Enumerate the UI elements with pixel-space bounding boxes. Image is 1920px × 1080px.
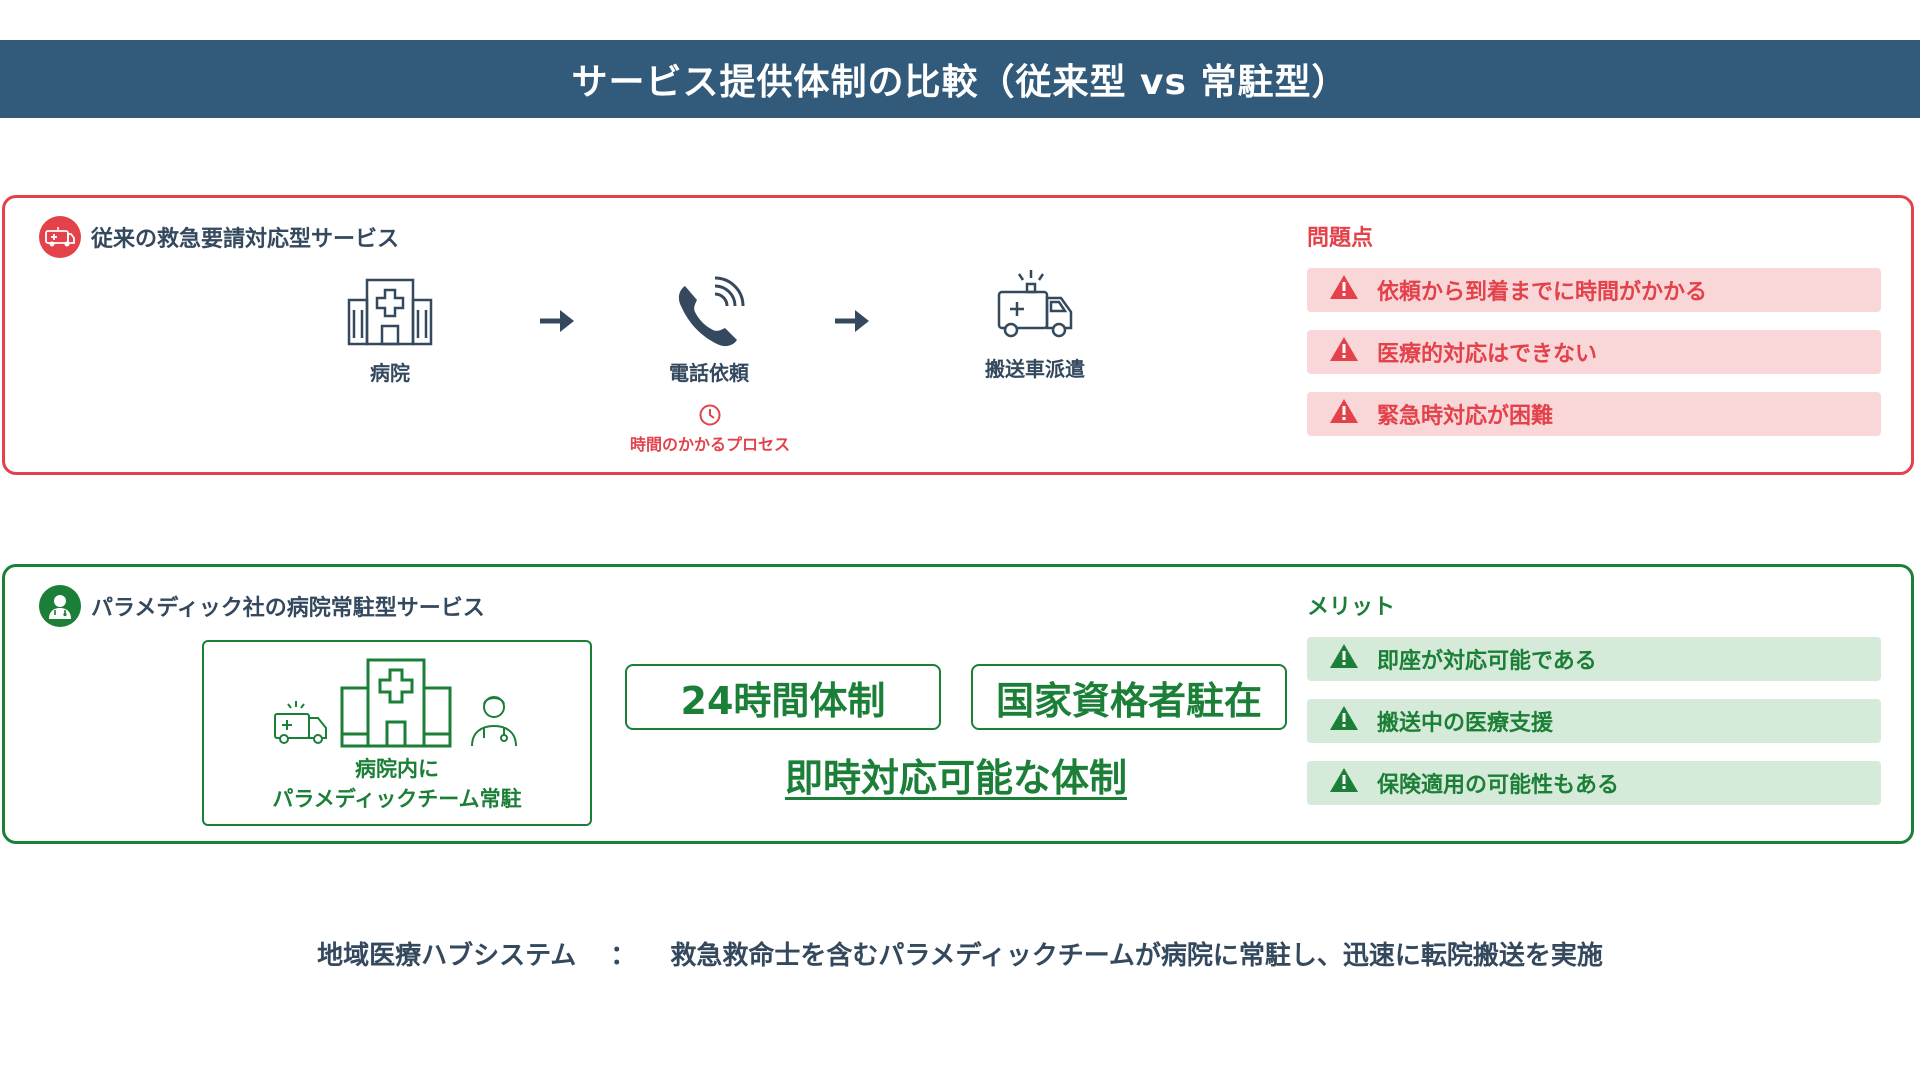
merit-item: 即座が対応可能である <box>1307 637 1881 681</box>
merits-list: 即座が対応可能である 搬送中の医療支援 保険適用の可能性もある <box>1307 637 1881 823</box>
phone-icon <box>671 276 747 353</box>
feature-24h-text: 24時間体制 <box>680 678 886 723</box>
problem-item: 依頼から到着までに時間がかかる <box>1307 268 1881 312</box>
flow-step-phone: 電話依頼 <box>639 276 779 386</box>
conventional-heading-text: 従来の救急要請対応型サービス <box>91 227 400 252</box>
arrow-right-icon <box>538 307 578 339</box>
warning-icon <box>1329 398 1359 430</box>
resident-panel: パラメディック社の病院常駐型サービス <box>2 564 1914 844</box>
resident-heading: パラメディック社の病院常駐型サービス <box>39 585 485 627</box>
hub-label-line1: 病院内に <box>355 757 439 781</box>
merit-item: 保険適用の可能性もある <box>1307 761 1881 805</box>
ambulance-icon <box>993 268 1077 349</box>
problem-item: 緊急時対応が困難 <box>1307 392 1881 436</box>
problem-text: 緊急時対応が困難 <box>1377 404 1554 429</box>
warning-icon <box>1329 767 1359 799</box>
ambulance-icon <box>39 216 81 258</box>
resident-heading-text: パラメディック社の病院常駐型サービス <box>91 596 485 621</box>
merits-title: メリット <box>1307 595 1396 620</box>
merit-text: 搬送中の医療支援 <box>1377 711 1554 736</box>
immediate-response: 即時対応可能な体制 <box>784 756 1127 800</box>
feature-24h: 24時間体制 <box>625 664 941 730</box>
conventional-heading: 従来の救急要請対応型サービス <box>39 216 399 258</box>
ambulance-icon <box>272 698 330 750</box>
merit-text: 即座が対応可能である <box>1377 649 1597 674</box>
flow-step-hospital: 病院 <box>325 276 455 386</box>
footer-separator: ： <box>610 941 637 971</box>
warning-icon <box>1329 643 1359 675</box>
feature-licensed-text: 国家資格者駐在 <box>995 678 1262 723</box>
flow-step-label: 搬送車派遣 <box>985 357 1085 381</box>
problem-item: 医療的対応はできない <box>1307 330 1881 374</box>
doctor-icon <box>39 585 81 627</box>
warning-icon <box>1329 336 1359 368</box>
hub-box: 病院内に パラメディックチーム常駐 <box>202 640 592 826</box>
hub-label-line2: パラメディックチーム常駐 <box>272 787 522 811</box>
feature-licensed: 国家資格者駐在 <box>971 664 1287 730</box>
merit-text: 保険適用の可能性もある <box>1377 773 1620 798</box>
hub-icons <box>204 654 590 750</box>
hospital-icon <box>338 656 454 754</box>
flow-step-ambulance: 搬送車派遣 <box>965 268 1105 382</box>
page-title: サービス提供体制の比較（従来型 vs 常駐型） <box>0 40 1920 118</box>
page-title-text: サービス提供体制の比較（従来型 vs 常駐型） <box>571 62 1349 103</box>
footer-text: 救急救命士を含むパラメディックチームが病院に常駐し、迅速に転院搬送を実施 <box>670 941 1603 971</box>
problem-text: 医療的対応はできない <box>1377 342 1598 367</box>
hospital-icon <box>345 276 435 353</box>
footer-label: 地域医療ハブシステム <box>317 941 577 971</box>
problems-title: 問題点 <box>1307 226 1374 251</box>
warning-icon <box>1329 705 1359 737</box>
footer-summary: 地域医療ハブシステム ： 救急救命士を含むパラメディックチームが病院に常駐し、迅速に… <box>0 935 1920 972</box>
process-note: 時間のかかるプロセス <box>605 403 815 455</box>
problem-text: 依頼から到着までに時間がかかる <box>1377 280 1708 305</box>
process-note-text: 時間のかかるプロセス <box>629 435 790 454</box>
flow-step-label: 電話依頼 <box>669 361 749 385</box>
conventional-panel: 従来の救急要請対応型サービス 病院 <box>2 195 1914 475</box>
problems-list: 依頼から到着までに時間がかかる 医療的対応はできない 緊急時対応が困難 <box>1307 268 1881 454</box>
flow-step-label: 病院 <box>370 361 410 385</box>
merit-item: 搬送中の医療支援 <box>1307 699 1881 743</box>
warning-icon <box>1329 274 1359 306</box>
arrow-right-icon <box>833 307 873 339</box>
doctor-icon <box>466 692 522 752</box>
hub-label: 病院内に パラメディックチーム常駐 <box>204 754 590 814</box>
clock-icon <box>698 403 722 431</box>
